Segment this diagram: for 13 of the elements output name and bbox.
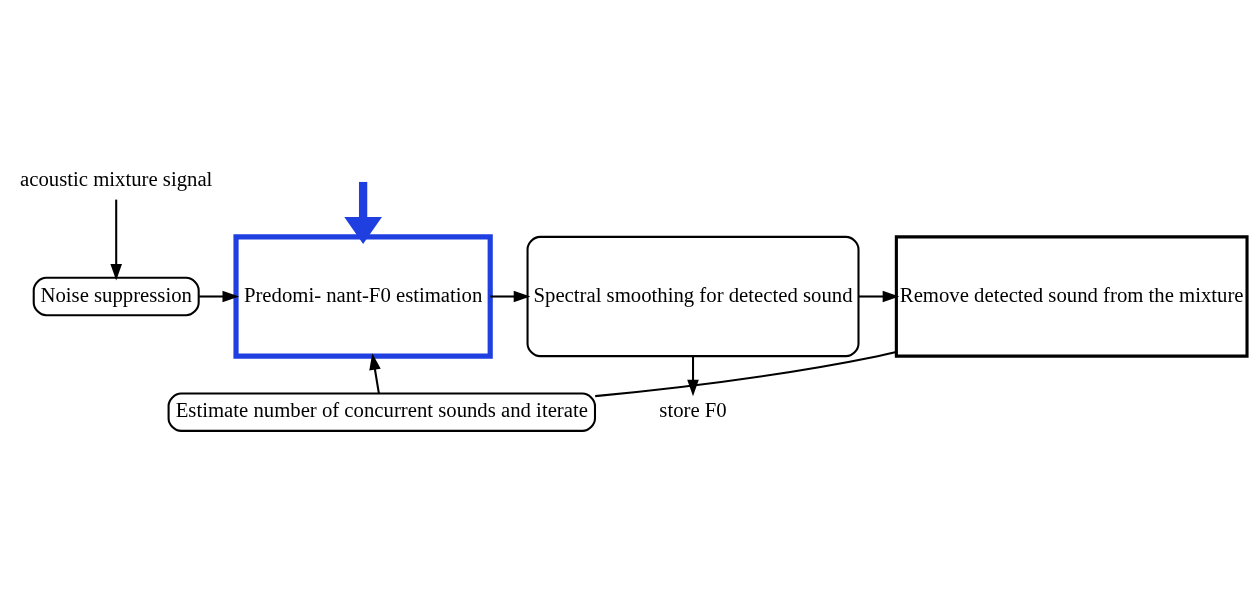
node-box: Noise suppression: [32, 276, 200, 317]
node-box: Spectral smoothing for detected sound: [526, 235, 860, 358]
arrow: [858, 290, 900, 303]
arrow: [110, 199, 122, 281]
arrow: [490, 290, 531, 303]
node-box: Remove detected sound from the mixture: [894, 235, 1249, 358]
arrow: [344, 181, 382, 244]
node-box: Estimate number of concurrent sounds and iterate: [167, 392, 597, 432]
node-text: store F0: [659, 399, 727, 422]
node-text: acoustic mixture signal: [20, 168, 213, 191]
arrow: [369, 353, 381, 394]
arrow: [199, 290, 240, 303]
node-box: Predomi- nant-F0 estimation: [233, 234, 493, 359]
